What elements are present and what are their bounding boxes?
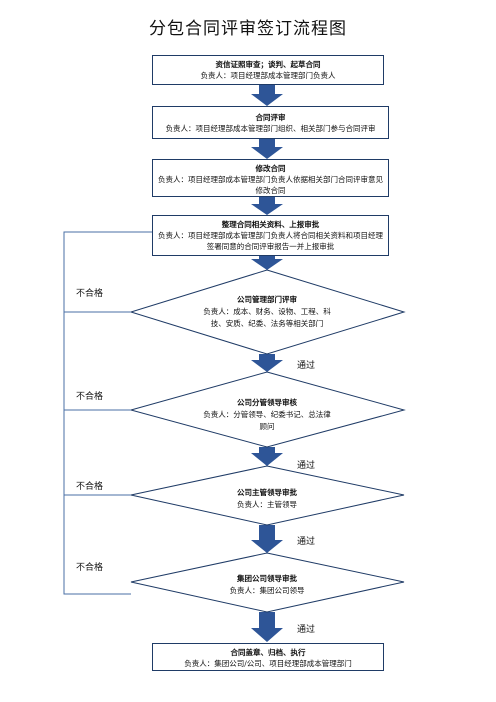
step-box-1: 资信证照审查；谈判、起草合同 负责人：项目经理部成本管理部门负责人 [152, 55, 384, 85]
final-step-title: 合同盖章、归档、执行 [230, 648, 306, 657]
decision-diamond-4 [130, 552, 405, 613]
step-3-title: 修改合同 [255, 164, 286, 173]
pass-label-2: 通过 [297, 461, 316, 471]
pass-label-4: 通过 [297, 625, 316, 635]
step-1-title: 资信证照审查；谈判、起草合同 [215, 60, 321, 69]
step-4-title: 整理合同相关资料、上报审批 [221, 220, 320, 229]
arrow-pass-4 [251, 612, 283, 642]
decision-1-text: 公司管理部门评审 负责人：成本、财务、设物、工程、科技、安质、纪委、法务等相关部… [196, 294, 338, 330]
decision-4-title: 集团公司领导审批 [237, 574, 297, 583]
pass-label-1: 通过 [297, 361, 316, 371]
fail-label-2: 不合格 [76, 392, 104, 402]
decision-1-title: 公司管理部门评审 [237, 295, 297, 304]
step-3-owner: 负责人：项目经理部成本管理部门负责人依据相关部门合同评审意见修改合同 [158, 175, 383, 195]
fail-label-1: 不合格 [76, 289, 104, 299]
step-box-3: 修改合同 负责人：项目经理部成本管理部门负责人依据相关部门合同评审意见修改合同 [152, 159, 389, 197]
step-2-owner: 负责人：项目经理部成本管理部门组织、相关部门参与合同评审 [165, 124, 376, 133]
chart-title: 分包合同评审签订流程图 [149, 19, 347, 39]
decision-2-text: 公司分管领导审核 负责人：分管领导、纪委书记、总法律顾问 [201, 397, 333, 433]
decision-diamond-2 [129, 371, 406, 448]
pass-label-3: 通过 [297, 537, 316, 547]
arrow-4 [251, 255, 283, 270]
arrow-pass-3 [251, 525, 283, 553]
decision-1-owner: 负责人：成本、财务、设物、工程、科技、安质、纪委、法务等相关部门 [203, 307, 331, 328]
step-1-owner: 负责人：项目经理部成本管理部门负责人 [200, 71, 336, 80]
fail-loop-line [63, 231, 152, 595]
decision-diamond-1 [129, 269, 406, 355]
step-2-title: 合同评审 [255, 113, 286, 122]
decision-2-title: 公司分管领导审核 [237, 398, 297, 407]
fail-label-3: 不合格 [76, 482, 104, 492]
final-step-owner: 负责人：集团公司/公司、项目经理部成本管理部门 [184, 659, 352, 668]
decision-4-owner: 负责人：集团公司领导 [229, 586, 305, 595]
decision-4-text: 集团公司领导审批 负责人：集团公司领导 [196, 573, 338, 597]
arrow-1 [251, 84, 283, 106]
arrow-3 [251, 197, 283, 215]
decision-diamond-3 [130, 465, 405, 526]
step-box-4: 整理合同相关资料、上报审批 负责人：项目经理部成本管理部门负责人将合同相关资料和… [152, 215, 389, 256]
step-box-2: 合同评审 负责人：项目经理部成本管理部门组织、相关部门参与合同评审 [152, 106, 389, 139]
arrow-pass-2 [251, 447, 283, 466]
final-step-box: 合同盖章、归档、执行 负责人：集团公司/公司、项目经理部成本管理部门 [152, 643, 384, 671]
decision-3-owner: 负责人：主管领导 [237, 500, 297, 509]
arrow-2 [251, 139, 283, 159]
decision-3-text: 公司主管领导审批 负责人：主管领导 [196, 487, 338, 511]
step-4-owner: 负责人：项目经理部成本管理部门负责人将合同相关资料和项目经理签署同意的合同评审报… [158, 231, 383, 251]
arrow-pass-1 [251, 354, 283, 372]
decision-2-owner: 负责人：分管领导、纪委书记、总法律顾问 [203, 410, 331, 431]
decision-3-title: 公司主管领导审批 [237, 488, 297, 497]
fail-label-4: 不合格 [76, 563, 104, 573]
